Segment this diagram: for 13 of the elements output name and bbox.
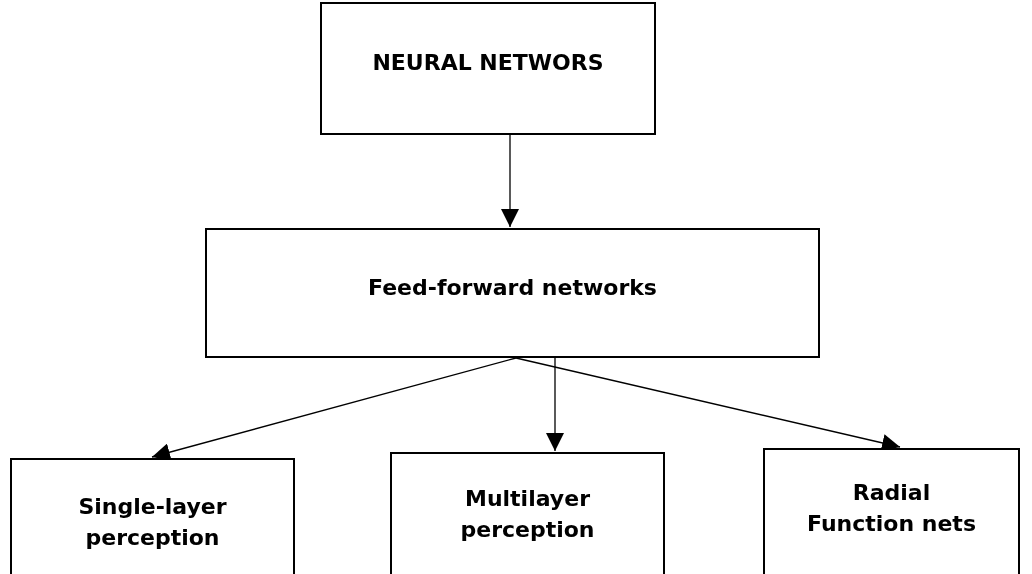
process-box [10, 458, 295, 574]
arrow [501, 134, 519, 228]
arrow [546, 357, 564, 452]
box-label: Single-layer perception [77, 493, 228, 552]
process-box [390, 452, 665, 574]
box-label: NEURAL NETWORS [372, 49, 604, 77]
box-label: Radial Function nets [806, 479, 977, 538]
process-box [205, 228, 820, 358]
arrow [151, 357, 517, 461]
box-label: Multilayer perception [459, 485, 596, 544]
box-label: Feed-forward networks [368, 274, 657, 302]
process-box [320, 2, 656, 135]
process-box [763, 448, 1020, 574]
